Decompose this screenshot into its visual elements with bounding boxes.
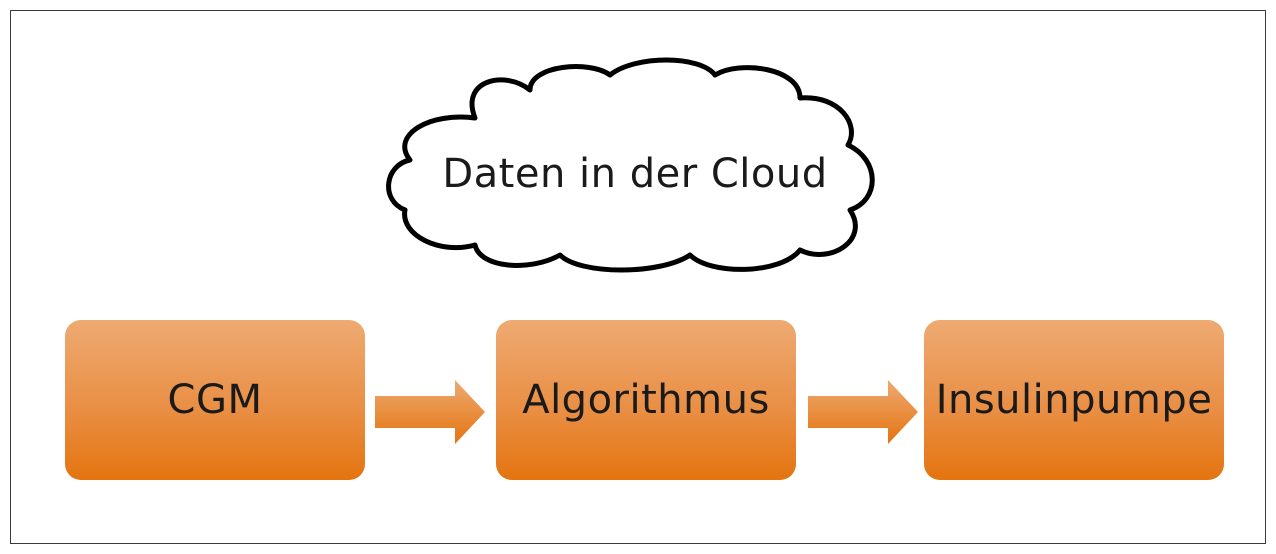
- cloud-label: Daten in der Cloud: [442, 151, 828, 197]
- cgm-label: CGM: [167, 377, 263, 423]
- cgm-box: CGM: [65, 320, 365, 480]
- insulin-pump-label: Insulinpumpe: [935, 377, 1213, 423]
- algorithm-box: Algorithmus: [496, 320, 796, 480]
- arrow-right-icon: [808, 380, 918, 444]
- cloud-icon: [386, 57, 875, 273]
- algorithm-label: Algorithmus: [522, 377, 770, 423]
- cloud-shape: Daten in der Cloud: [380, 50, 910, 280]
- arrow-right-icon: [375, 380, 485, 444]
- insulin-pump-box: Insulinpumpe: [924, 320, 1224, 480]
